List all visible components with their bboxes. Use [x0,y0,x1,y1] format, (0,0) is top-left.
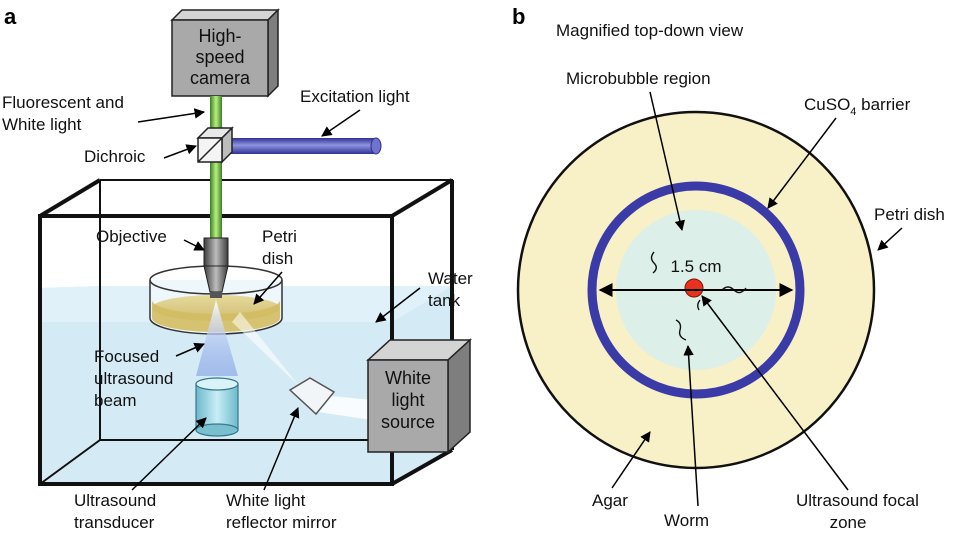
panel-b-label: b [512,4,525,29]
source-label-3: source [381,412,435,432]
petri-top-label: Petri dish [874,205,945,224]
scale-label: 1.5 cm [670,257,721,276]
cuso4-label: CuSO4 barrier [804,95,911,118]
panel-a-label: a [4,4,17,29]
ultrasound-transducer [195,377,239,437]
dichroic-cube [196,126,234,164]
water-tank-label-2: tank [428,291,461,310]
focal-label-2: zone [830,513,867,532]
focused-label-1: Focused [94,347,159,366]
objective-lens [203,237,229,298]
worm-1 [650,251,657,274]
camera-label-1: High- [198,26,241,46]
water-tank-label-1: Water [428,269,473,288]
white-light-source: White light source [366,338,472,454]
reflector-mirror [288,377,336,416]
focal-dot [684,278,704,298]
worm-label: Worm [664,511,709,530]
fluorescent-label-2: White light [2,115,82,134]
focal-label-1: Ultrasound focal [796,491,919,510]
petri-label-1: Petri [262,227,297,246]
mirror-label-2: reflector mirror [226,513,337,532]
objective-label: Objective [96,227,167,246]
microbubble-label: Microbubble region [566,69,711,88]
fluorescent-beam-lower [210,160,222,240]
transducer-label-1: Ultrasound [74,491,156,510]
petri-dish-top [516,110,876,470]
excitation-beam [230,138,376,154]
source-label-1: White [385,368,431,388]
petri-label-2: dish [262,249,293,268]
reflected-light [232,312,318,404]
source-label-2: light [391,390,424,410]
worm-3 [675,319,687,341]
water-volume [40,286,452,484]
excitation-label: Excitation light [300,87,410,106]
ultrasound-cone [196,300,238,376]
transducer-label-2: transducer [74,513,155,532]
dichroic-label: Dichroic [84,147,146,166]
focused-label-3: beam [94,391,137,410]
focused-label-2: ultrasound [94,369,173,388]
fluorescent-label-1: Fluorescent and [2,93,124,112]
camera-label-2: speed [195,47,244,67]
fluorescent-beam-upper [210,96,222,136]
mirror-label-1: White light [226,491,306,510]
cuso4-barrier-ring [587,181,805,399]
water-tank [38,178,454,486]
topview-title: Magnified top-down view [556,21,744,40]
worm-4 [697,299,701,311]
camera-label-3: camera [190,68,251,88]
high-speed-camera: High- speed camera [170,8,280,98]
agar-label: Agar [592,491,628,510]
